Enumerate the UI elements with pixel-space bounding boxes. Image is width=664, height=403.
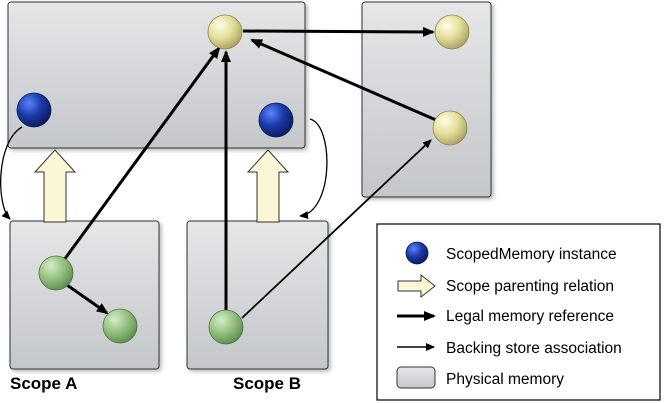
legal-memory-references xyxy=(62,26,437,319)
legend-physical-memory-icon xyxy=(396,366,436,389)
physical-memory-scope-b xyxy=(186,220,329,370)
physical-memory-right xyxy=(361,1,492,198)
scope-parenting-arrow-a xyxy=(33,149,77,223)
object-node-yellow xyxy=(207,14,243,50)
legend-parenting-arrow-icon xyxy=(397,273,436,299)
physical-memory-scope-a xyxy=(9,220,160,370)
scope-b-label: Scope B xyxy=(233,374,301,393)
reference-green-a1-to-green-a2 xyxy=(66,283,109,315)
scope-a-label: Scope A xyxy=(10,374,77,393)
object-node-yellow xyxy=(432,110,468,146)
object-node-green xyxy=(208,309,244,345)
legend-parenting-label: Scope parenting relation xyxy=(446,278,614,295)
legend-legal-reference-label: Legal memory reference xyxy=(446,308,614,325)
reference-yellow-right-bottom-to-yellow-top xyxy=(250,38,437,122)
object-node-yellow xyxy=(434,14,470,50)
scoped-memory-instance-node xyxy=(16,92,52,128)
legend-physical-memory-label: Physical memory xyxy=(446,371,564,388)
reference-yellow-top-to-yellow-right-top xyxy=(242,26,435,37)
legend-scoped-memory-label: ScopedMemory instance xyxy=(446,246,617,263)
legend-scoped-memory-icon xyxy=(405,241,429,265)
object-node-green xyxy=(38,255,74,291)
legend-backing-store-label: Backing store association xyxy=(446,340,622,357)
reference-green-b-to-yellow-right-bottom xyxy=(241,139,432,319)
scoped-memory-instance-node xyxy=(258,102,294,138)
legend: ScopedMemory instance Scope parenting re… xyxy=(376,223,661,401)
reference-green-a1-to-yellow-top xyxy=(62,46,221,261)
object-node-green xyxy=(102,308,138,344)
backing-store-association-b xyxy=(299,118,328,220)
scope-parenting-arrow-b xyxy=(246,149,290,223)
backing-store-association-a xyxy=(0,126,23,220)
